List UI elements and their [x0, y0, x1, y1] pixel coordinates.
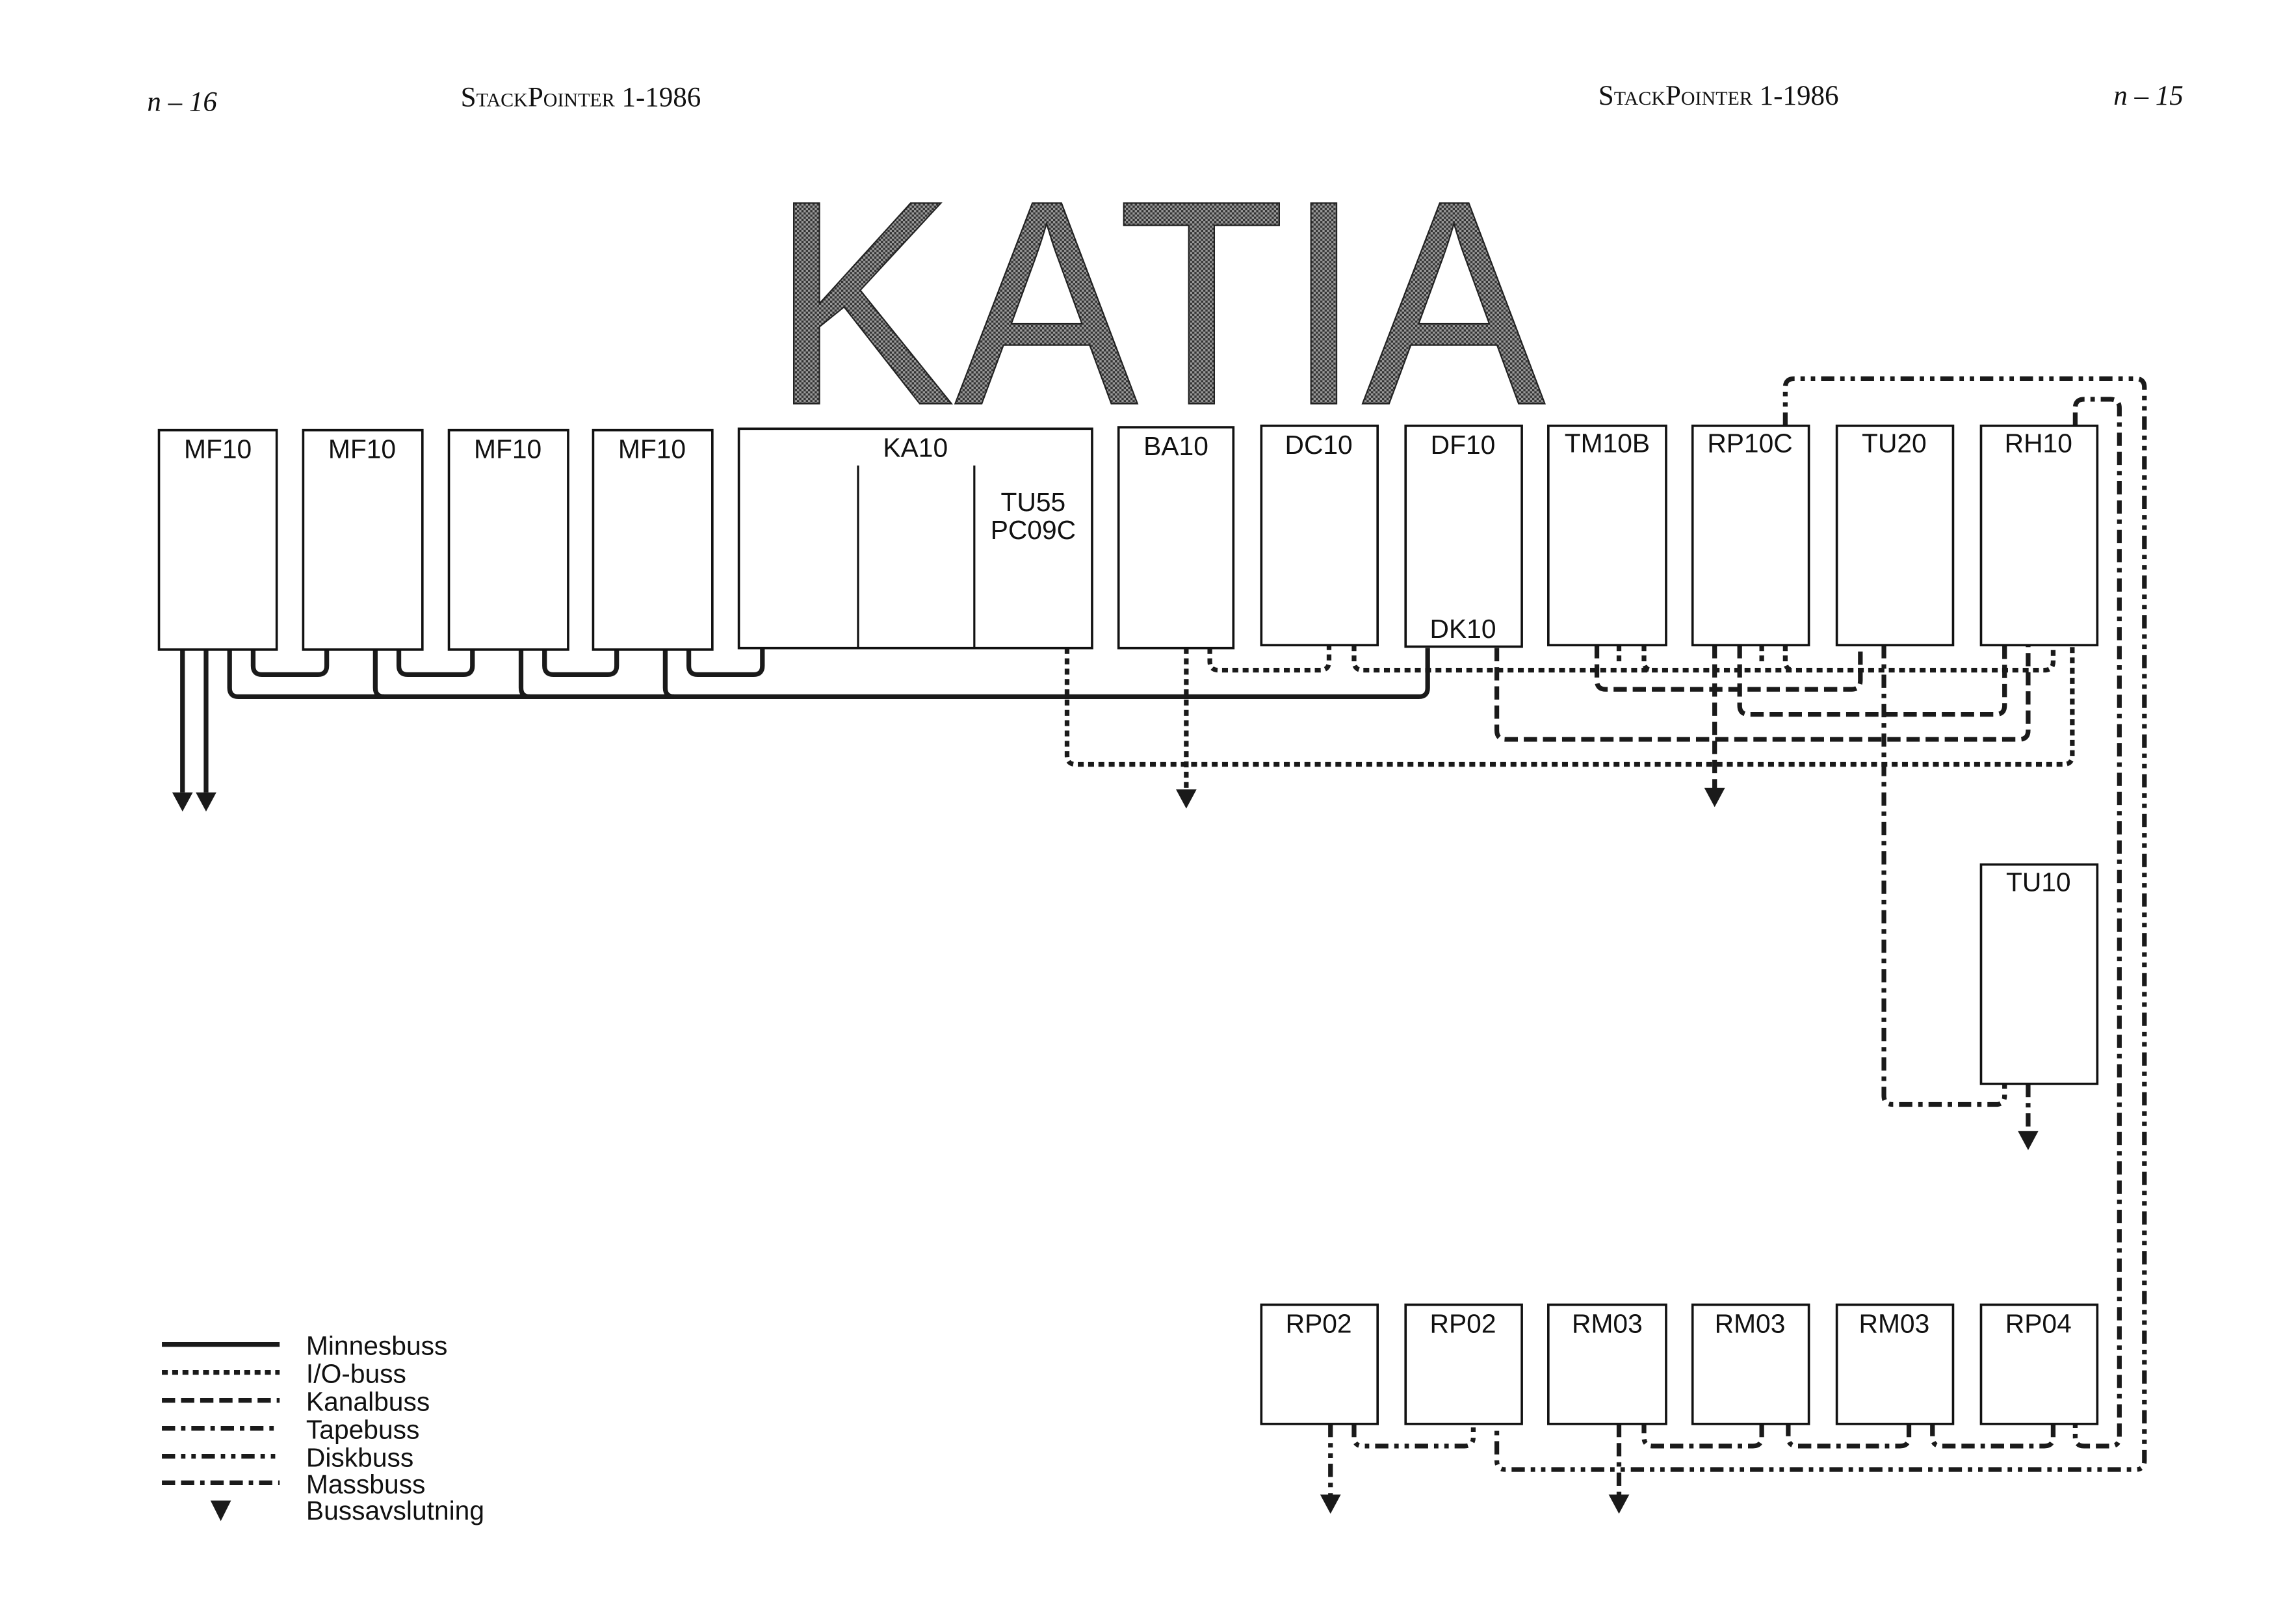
massbus	[1616, 397, 2122, 1496]
mf10-box-4: MF10	[592, 429, 714, 651]
box-label: RP02	[1286, 1308, 1352, 1338]
box-label: BA10	[1143, 431, 1208, 461]
rh10-box: RH10	[1979, 424, 2099, 646]
tape-bus	[1881, 645, 2031, 1134]
right-running-title: StackPointer 1-1986	[1598, 81, 1839, 111]
rm03-box-3: RM03	[1835, 1303, 1955, 1425]
tu20-box: TU20	[1835, 424, 1955, 646]
box-label: MF10	[328, 434, 396, 464]
box-label: MF10	[618, 434, 686, 464]
bus-terminators	[172, 787, 2039, 1514]
dk10-label: DK10	[1430, 614, 1496, 644]
tm10b-box: TM10B	[1547, 424, 1667, 646]
box-label: RM03	[1859, 1308, 1930, 1338]
right-page-number: n – 15	[2113, 81, 2184, 111]
terminator-icon	[1320, 1494, 1341, 1514]
rp02-box-1: RP02	[1260, 1303, 1379, 1425]
tu10-box: TU10	[1979, 863, 2099, 1085]
box-label: RP10C	[1707, 429, 1792, 458]
legend: Minnesbuss I/O-buss Kanalbuss Tapebuss D…	[162, 1330, 484, 1525]
memory-bus	[180, 648, 1430, 793]
legend-label: Bussavslutning	[306, 1496, 484, 1525]
ba10-box: BA10	[1117, 426, 1235, 650]
box-label: DF10	[1431, 430, 1496, 460]
terminator-icon	[1176, 789, 1197, 809]
left-running-title: StackPointer 1-1986	[461, 82, 701, 112]
terminator-icon	[1704, 787, 1725, 808]
terminator-icon	[210, 1500, 231, 1522]
mf10-box-2: MF10	[302, 429, 424, 651]
legend-label: Minnesbuss	[306, 1330, 447, 1360]
terminator-icon	[2018, 1131, 2039, 1150]
dc10-box: DC10	[1260, 424, 1379, 646]
pc09c-label: PC09C	[991, 515, 1076, 545]
box-label: KA10	[883, 432, 948, 462]
box-label: TM10B	[1565, 429, 1650, 458]
box-label: RM03	[1715, 1308, 1786, 1338]
io-bus	[1064, 645, 2075, 793]
legend-label: Tapebuss	[306, 1415, 419, 1445]
tu55-label: TU55	[1001, 487, 1066, 517]
ka10-box: KA10 TU55 PC09C	[737, 427, 1093, 650]
box-label: RP02	[1430, 1308, 1496, 1338]
rm03-box-2: RM03	[1691, 1303, 1810, 1425]
disk-bus	[1328, 376, 2147, 1496]
legend-label: I/O-buss	[306, 1358, 406, 1388]
rp02-box-2: RP02	[1404, 1303, 1523, 1425]
kanal-bus	[1494, 645, 2031, 793]
rm03-box-1: RM03	[1547, 1303, 1667, 1425]
terminator-icon	[172, 792, 193, 812]
box-label: MF10	[184, 434, 252, 464]
box-label: TU20	[1862, 429, 1927, 458]
terminator-icon	[196, 792, 216, 812]
box-label: RM03	[1572, 1308, 1643, 1338]
mf10-box-3: MF10	[447, 429, 569, 651]
box-label: DC10	[1285, 430, 1353, 460]
legend-label: Kanalbuss	[306, 1386, 430, 1416]
bottom-row: RP02 RP02 RM03 RM03 RM03 RP04	[1260, 1303, 2099, 1425]
terminator-icon	[1608, 1494, 1630, 1514]
mf10-box-1: MF10	[157, 429, 278, 651]
top-row: MF10 MF10 MF10 MF10 KA10 TU55 PC09C BA10…	[157, 424, 2099, 651]
box-label: RH10	[2005, 429, 2072, 458]
left-page-number: n – 16	[147, 86, 217, 117]
legend-label: Massbuss	[306, 1469, 425, 1499]
diagram-title: KATIA	[771, 140, 1546, 466]
box-label: MF10	[474, 434, 541, 464]
rp04-box: RP04	[1979, 1303, 2099, 1425]
box-label: RP04	[2005, 1308, 2072, 1338]
legend-label: Diskbuss	[306, 1443, 413, 1473]
box-label: TU10	[2006, 867, 2071, 897]
rp10c-box: RP10C	[1691, 424, 1810, 646]
